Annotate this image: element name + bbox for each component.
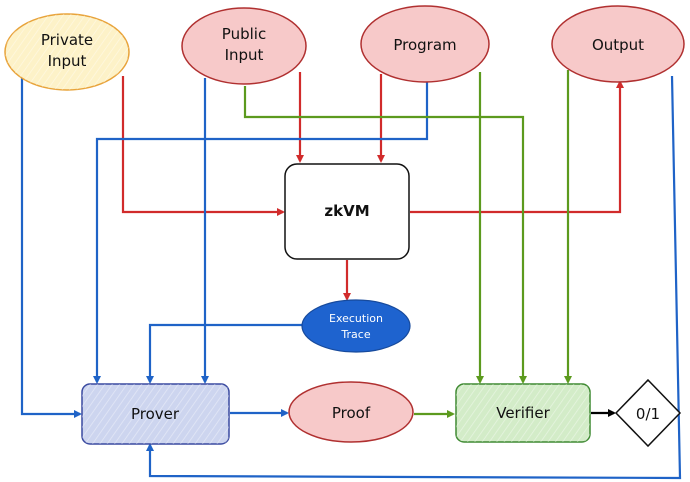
result-node: 0/1 xyxy=(614,378,682,448)
prover-label: Prover xyxy=(131,405,180,423)
proof-shape xyxy=(288,381,414,443)
public-input-shape xyxy=(181,7,307,85)
arrow-execution-trace-to-prover xyxy=(146,323,302,384)
public-input-node: Public Input xyxy=(181,7,307,85)
zkvm-shape xyxy=(284,163,410,260)
prover-node: Prover xyxy=(81,383,230,445)
arrow-public-input-to-verifier xyxy=(243,86,527,384)
connectors xyxy=(20,70,682,480)
arrow-output-to-prover xyxy=(146,75,682,480)
result-label: 0/1 xyxy=(636,405,660,423)
output-node: Output xyxy=(551,5,685,83)
zkvm-node: zkVM xyxy=(284,163,410,260)
execution-trace-label-line2: Trace xyxy=(340,328,370,341)
private-input-node: Private Input xyxy=(4,13,130,91)
arrow-private-input-to-zkvm xyxy=(121,76,285,216)
program-shape xyxy=(360,5,490,83)
execution-trace-label-line1: Execution xyxy=(329,312,383,325)
program-label: Program xyxy=(393,36,456,54)
arrow-zkvm-to-output xyxy=(410,80,624,214)
proof-node: Proof xyxy=(288,381,414,443)
zkvm-label: zkVM xyxy=(324,202,369,220)
private-input-label-line2: Input xyxy=(48,52,87,70)
program-node: Program xyxy=(360,5,490,83)
verifier-node: Verifier xyxy=(455,383,591,443)
verifier-label: Verifier xyxy=(496,404,550,422)
public-input-label-line2: Input xyxy=(225,46,264,64)
proof-label: Proof xyxy=(332,404,371,422)
output-label: Output xyxy=(592,36,644,54)
execution-trace-node: Execution Trace xyxy=(301,299,411,353)
output-shape xyxy=(551,5,685,83)
arrow-program-to-prover xyxy=(93,80,429,384)
private-input-label-line1: Private xyxy=(41,31,93,49)
arrow-private-input-to-prover xyxy=(20,76,82,418)
execution-trace-shape xyxy=(301,299,411,353)
result-diamond-shape xyxy=(614,378,682,448)
public-input-label-line1: Public xyxy=(222,25,266,43)
